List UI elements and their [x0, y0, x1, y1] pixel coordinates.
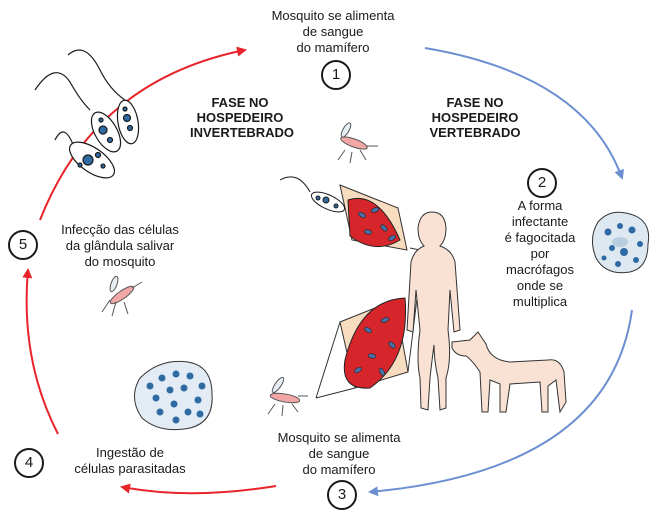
arrow-2-to-3 — [368, 309, 633, 497]
mosquito-icon — [337, 122, 378, 164]
label-line: do mamífero — [302, 462, 376, 477]
invertebrate-phase-label: FASE NO HOSPEDEIRO INVERTEBRADO — [190, 95, 295, 140]
step-1-label: Mosquito se alimenta de sangue do mamífe… — [253, 8, 413, 56]
phase-line: VERTEBRADO — [429, 125, 521, 140]
skin-patch — [315, 289, 419, 399]
step-5-number: 5 — [8, 230, 38, 260]
label-line: de sangue — [302, 24, 364, 39]
label-line: Infecção das células — [61, 222, 179, 237]
step-2-number: 2 — [527, 168, 557, 198]
label-line: por — [530, 246, 550, 261]
step-4-number: 4 — [14, 448, 44, 478]
label-line: Mosquito se alimenta — [277, 430, 401, 445]
arrow-3-to-4 — [120, 483, 277, 495]
promastigote-icon — [34, 49, 140, 179]
phase-line: FASE NO — [446, 95, 504, 110]
dog-silhouette — [451, 331, 567, 414]
phase-line: HOSPEDEIRO — [431, 110, 519, 125]
skin-patch — [339, 184, 421, 251]
label-line: Ingestão de — [96, 445, 164, 460]
label-line: é fagocitada — [504, 230, 576, 245]
phase-line: FASE NO — [211, 95, 269, 110]
step-3-label: Mosquito se alimenta de sangue do mamífe… — [259, 430, 419, 478]
woman-silhouette — [406, 211, 461, 411]
vertebrate-phase-label: FASE NO HOSPEDEIRO VERTEBRADO — [425, 95, 525, 140]
step-5-label: Infecção das células da glândula salivar… — [45, 222, 195, 270]
promastigote-icon — [279, 176, 346, 213]
label-line: do mosquito — [84, 254, 156, 269]
phase-line: INVERTEBRADO — [190, 125, 295, 140]
step-1-number: 1 — [321, 60, 351, 90]
macrophage-icon — [134, 360, 213, 431]
label-line: multiplica — [512, 294, 568, 309]
step-4-label: Ingestão de células parasitadas — [55, 445, 205, 477]
step-3-number: 3 — [327, 480, 357, 510]
label-line: A forma — [517, 198, 563, 213]
label-line: células parasitadas — [74, 461, 186, 476]
label-line: do mamífero — [296, 40, 370, 55]
phase-line: HOSPEDEIRO — [196, 110, 284, 125]
label-line: onde se — [516, 278, 564, 293]
label-line: Mosquito se alimenta — [271, 8, 395, 23]
macrophage-icon — [592, 211, 650, 274]
mosquito-icon — [101, 275, 143, 317]
arrow-1-to-2 — [424, 47, 624, 180]
step-2-label: A forma infectante é fagocitada por macr… — [490, 198, 590, 310]
label-line: infectante — [511, 214, 569, 229]
label-line: macrófagos — [506, 262, 574, 277]
mosquito-icon — [267, 376, 308, 417]
label-line: de sangue — [308, 446, 370, 461]
arrow-4-to-5 — [22, 268, 59, 435]
label-line: da glândula salivar — [65, 238, 175, 253]
